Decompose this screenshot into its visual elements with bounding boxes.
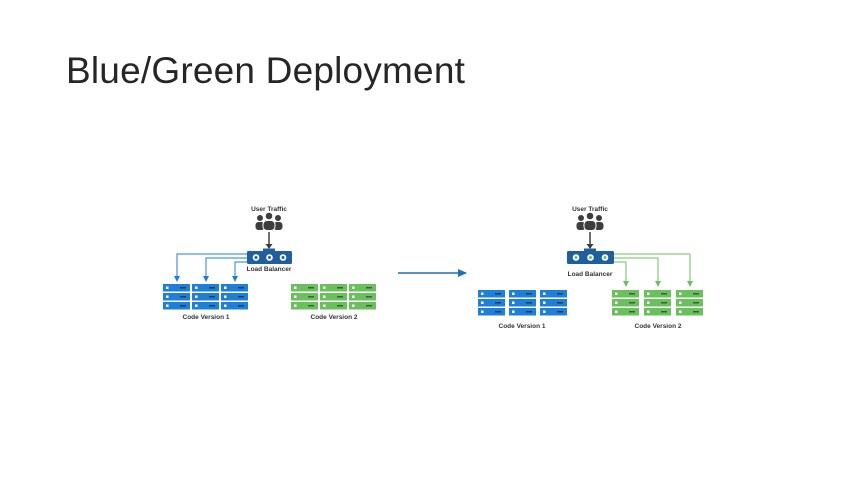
user-traffic-label: User Traffic [572, 206, 608, 213]
code-version-1-label: Code Version 1 [499, 323, 546, 330]
server-stack-icon [612, 290, 639, 316]
load-balancer-icon [247, 248, 292, 264]
server-stack-icon [509, 290, 536, 316]
server-stack-icon [163, 284, 190, 310]
load-balancer-icon [567, 248, 614, 264]
code-version-2-label: Code Version 2 [311, 314, 358, 321]
server-stack-icon [540, 290, 567, 316]
server-stack-icon [221, 284, 248, 310]
server-stack-icon [478, 290, 505, 316]
code-version-1-label: Code Version 1 [183, 314, 230, 321]
after-state: User Traffic Load Balancer Code Ver [478, 206, 703, 330]
users-icon [576, 211, 604, 231]
server-stack-icon [644, 290, 671, 316]
code-version-2-label: Code Version 2 [635, 323, 682, 330]
routing-lines-to-version1 [174, 253, 247, 282]
server-stack-icon [349, 284, 376, 310]
slide-title: Blue/Green Deployment [66, 50, 466, 91]
users-icon [255, 211, 283, 231]
load-balancer-label: Load Balancer [568, 271, 613, 278]
user-traffic-label: User Traffic [251, 206, 287, 213]
server-stack-icon [320, 284, 347, 310]
server-stack-icon [291, 284, 318, 310]
before-state: User Traffic Load Balancer Code Ver [163, 206, 376, 321]
routing-lines-to-version2 [614, 253, 693, 287]
load-balancer-label: Load Balancer [247, 266, 292, 273]
server-stack-icon [192, 284, 219, 310]
server-stack-icon [676, 290, 703, 316]
